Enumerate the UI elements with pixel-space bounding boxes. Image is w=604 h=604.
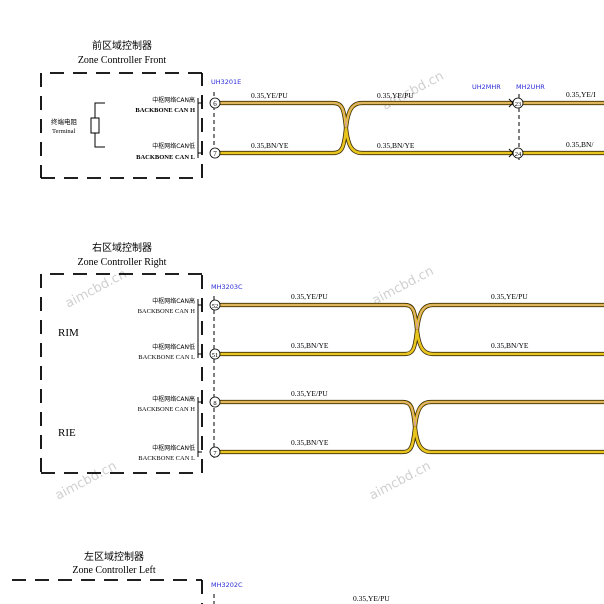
front-wire-h-trace <box>218 102 604 129</box>
front-title-en: Zone Controller Front <box>78 55 167 66</box>
rie-pin-l-marker <box>209 446 221 458</box>
right-title-en: Zone Controller Right <box>78 257 167 268</box>
terminal-wiring <box>94 102 105 148</box>
front-can-h-cn: 中枢网络CAN高 <box>152 96 195 104</box>
left-dashed-box <box>12 579 203 604</box>
watermark-5: aimcbd.cn <box>367 459 434 504</box>
rim-pin-l: 51 <box>212 352 219 359</box>
front-pin-h: 6 <box>213 100 217 108</box>
right-title-cn: 右区域控制器 <box>92 241 152 254</box>
rie-pin-h-marker <box>209 396 221 408</box>
rie-can-h-en: BACKBONE CAN H <box>138 406 196 413</box>
watermark-3: aimcbd.cn <box>370 264 437 309</box>
front-mid-pin-h-marker <box>512 97 524 109</box>
rie-can-l-en: BACKBONE CAN L <box>138 455 195 462</box>
right-dashed-box <box>40 273 203 474</box>
rim-wire-h-fill <box>218 303 604 331</box>
rim-can-h-cn: 中枢网络CAN高 <box>152 297 195 305</box>
rim-wire-l-fill <box>218 329 604 356</box>
rim-wire-h-label-2: 0.35,YE/PU <box>491 292 528 301</box>
rim-can-l-cn: 中枢网络CAN低 <box>152 343 195 351</box>
rie-can-l-cn: 中枢网络CAN低 <box>152 444 195 452</box>
rie-wire-h-fill <box>218 400 604 428</box>
front-connector-mid-2: MH2UHR <box>516 83 545 91</box>
front-title-cn: 前区域控制器 <box>92 39 152 52</box>
rie-label: RIE <box>58 427 76 439</box>
left-title-en: Zone Controller Left <box>72 565 156 576</box>
front-wire-h-label-1: 0.35,YE/PU <box>251 91 288 100</box>
right-connector-label: MH3203C <box>211 283 243 291</box>
front-mid-pin-l: 24 <box>515 151 522 158</box>
front-wire-h-label-3: 0.35,YE/I <box>566 90 596 99</box>
left-connector-label: MH3202C <box>211 581 243 589</box>
rim-wire-l-label-1: 0.35,BN/YE <box>291 341 329 350</box>
rim-wire-h-label-1: 0.35,YE/PU <box>291 292 328 301</box>
front-mid-pin-l-marker <box>512 147 524 159</box>
watermark-layer: aimcbd.cn aimcbd.cn aimcbd.cn aimcbd.cn … <box>53 69 447 504</box>
front-connector-mid-1: UH2MHR <box>472 83 501 91</box>
rie-wire-l-label-1: 0.35,BN/YE <box>291 438 329 447</box>
rie-wire-h-label-1: 0.35,YE/PU <box>291 389 328 398</box>
rie-wire-l-fill <box>218 426 604 454</box>
zone-right: 右区域控制器 Zone Controller Right MH3203C RIM… <box>40 241 604 474</box>
front-terminal-en: Terminal <box>52 128 76 135</box>
front-pin-h-marker <box>209 97 221 109</box>
rim-wire-l-label-2: 0.35,BN/YE <box>491 341 529 350</box>
left-wire-h-label-1: 0.35,YE/PU <box>353 594 390 603</box>
front-pin-l: 7 <box>213 150 217 158</box>
terminal-resistor-icon <box>90 117 100 134</box>
watermark-4: aimcbd.cn <box>53 459 120 504</box>
rim-pin-h: 52 <box>212 303 219 310</box>
front-wire-h-label-2: 0.35,YE/PU <box>377 91 414 100</box>
zone-left: 左区域控制器 Zone Controller Left MH3202C 0.35… <box>12 550 390 604</box>
rie-can-h-cn: 中枢网络CAN高 <box>152 395 195 403</box>
front-can-l-cn: 中枢网络CAN低 <box>152 142 195 150</box>
rim-pin-h-marker <box>209 299 221 311</box>
rim-pin-l-marker <box>209 348 221 360</box>
front-wire-l-label-3: 0.35,BN/ <box>566 140 594 149</box>
front-wire-h <box>218 100 604 129</box>
front-can-h-en: BACKBONE CAN H <box>135 107 195 114</box>
zone-front: 前区域控制器 Zone Controller Front 终端电阻 Termin… <box>40 39 604 179</box>
front-wire-l-fill <box>218 127 604 155</box>
front-wire-h-fill <box>218 101 604 129</box>
left-title-cn: 左区域控制器 <box>84 550 144 563</box>
rie-pin-h: 8 <box>213 400 216 407</box>
front-terminal-cn: 终端电阻 <box>51 117 78 126</box>
front-wire-l-label-2: 0.35,BN/YE <box>377 141 415 150</box>
front-wire-l-label-1: 0.35,BN/YE <box>251 141 289 150</box>
rim-label: RIM <box>58 327 79 339</box>
front-can-l-en: BACKBONE CAN L <box>136 154 196 161</box>
rim-can-h-en: BACKBONE CAN H <box>138 308 196 315</box>
rim-can-l-en: BACKBONE CAN L <box>138 354 195 361</box>
front-dashed-box <box>40 72 203 179</box>
rie-pin-l: 7 <box>213 450 217 457</box>
front-pin-l-marker <box>209 147 221 159</box>
front-connector-label: UH3201E <box>211 78 241 86</box>
front-mid-pin-h: 23 <box>515 101 522 108</box>
